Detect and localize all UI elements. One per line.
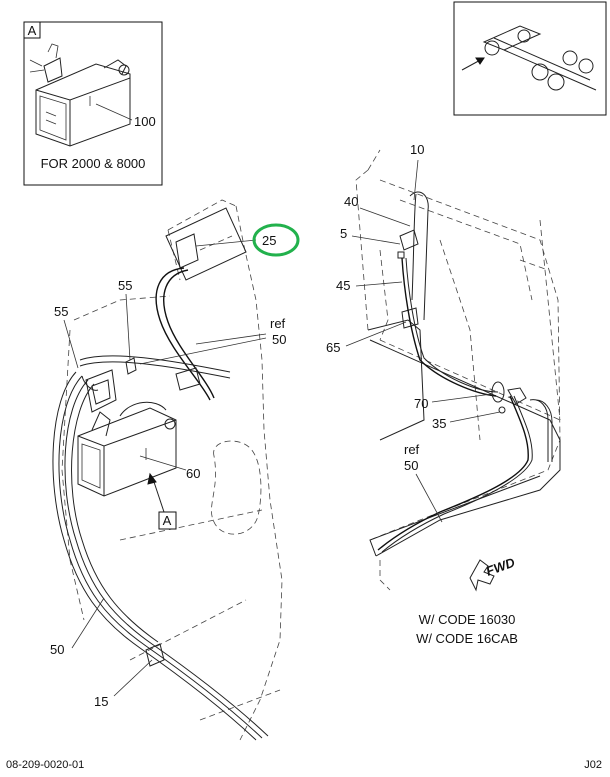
code-caption-2: W/ CODE 16CAB <box>416 631 518 646</box>
leader-100 <box>95 103 133 121</box>
footer-drawing-number: 08-209-0020-01 <box>6 759 84 771</box>
callout-5: 5 <box>340 226 347 241</box>
grommet-70 <box>491 381 505 403</box>
callout-55-upper: 55 <box>118 278 132 293</box>
clip-15 <box>145 643 165 667</box>
truck-locator-box <box>453 1 607 116</box>
view-a-letter: A <box>163 513 172 528</box>
detail-a-box: A 100 FOR 2000 & 8000 <box>23 21 163 186</box>
callout-100: 100 <box>134 114 156 129</box>
callout-70: 70 <box>414 396 428 411</box>
code-caption-1: W/ CODE 16030 <box>419 612 516 627</box>
callout-25: 25 <box>262 233 276 248</box>
upper-bracket <box>85 369 117 413</box>
highlight-circle <box>252 223 300 257</box>
footer-sheet-id: J02 <box>584 759 602 771</box>
detail-a-letter: A <box>28 23 37 38</box>
front-wheel-icon <box>484 40 500 56</box>
callout-45: 45 <box>336 278 350 293</box>
callout-55-left: 55 <box>54 304 68 319</box>
callout-40: 40 <box>344 194 358 209</box>
module-drawing-small <box>29 43 131 147</box>
callout-50: 50 <box>50 642 64 657</box>
detail-a-caption: FOR 2000 & 8000 <box>41 156 146 171</box>
rear-wheel-icon <box>531 63 549 81</box>
door-switch-5 <box>399 229 419 251</box>
callout-ref-a-1: ref <box>270 316 286 331</box>
callout-ref-b-2: 50 <box>404 458 418 473</box>
detail-a-letter-box <box>23 21 41 39</box>
fwd-arrow: FWD <box>469 554 518 592</box>
right-cab-door-assembly: FWD <box>355 149 561 592</box>
left-callouts: 25 55 55 ref 50 60 50 15 <box>50 223 300 709</box>
floor-hole-outline <box>211 440 262 535</box>
fwd-label: FWD <box>484 554 518 578</box>
view-a-box <box>158 511 177 530</box>
door-pillar <box>409 191 429 321</box>
callout-15: 15 <box>94 694 108 709</box>
callout-35: 35 <box>432 416 446 431</box>
callout-60: 60 <box>186 466 200 481</box>
callout-ref-a-2: 50 <box>272 332 286 347</box>
left-cab-floor-assembly: A <box>52 199 283 741</box>
callout-65: 65 <box>326 340 340 355</box>
right-callouts: 10 40 5 45 65 70 35 ref 50 <box>326 142 501 523</box>
module-60 <box>77 407 177 497</box>
callout-ref-b-1: ref <box>404 442 420 457</box>
fastener-35 <box>498 406 506 414</box>
cab-outline <box>482 25 542 51</box>
callout-10: 10 <box>410 142 424 157</box>
